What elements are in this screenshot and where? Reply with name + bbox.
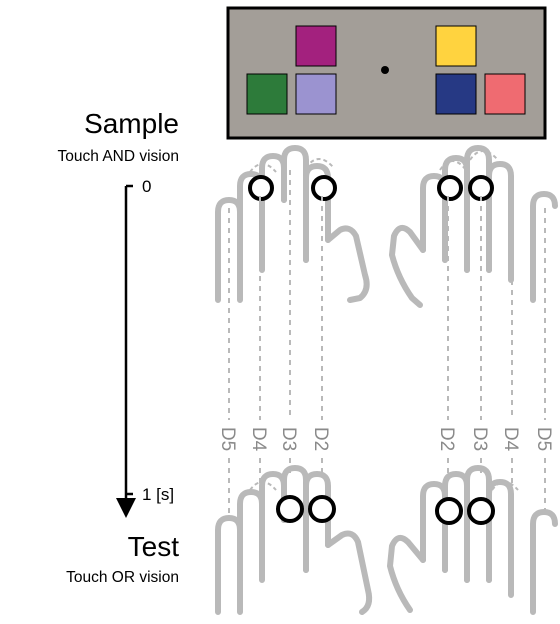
digit-label-left-d3: D3: [278, 427, 299, 451]
fingertip-ring-left-d3: [248, 175, 274, 201]
right-hand-test: [387, 465, 558, 615]
fingertip-ring-test-right-d3: [467, 497, 495, 525]
color-square-yellow: [435, 25, 477, 67]
color-square-green: [246, 73, 288, 115]
digit-label-right-d2: D2: [436, 427, 457, 451]
fingertip-ring-left-d2: [311, 175, 337, 201]
digit-label-left-d4: D4: [248, 427, 269, 452]
sample-subtitle: Touch AND vision: [58, 148, 179, 165]
color-square-salmon: [484, 73, 526, 115]
color-square-magenta: [295, 25, 337, 67]
fingertip-ring-test-left-d3: [276, 495, 304, 523]
fingertip-ring-right-d2: [437, 175, 463, 201]
tick-label-end: 1 [s]: [142, 485, 174, 504]
left-hand-test: [215, 465, 373, 615]
fixation-dot: [381, 66, 389, 74]
fingertip-ring-test-left-d2: [308, 495, 336, 523]
digit-label-right-d4: D4: [500, 427, 521, 452]
monitor-screen: [226, 6, 547, 140]
test-subtitle: Touch OR vision: [66, 569, 179, 586]
digit-labels: D5 D4 D3 D2 D2 D3 D4 D5: [217, 427, 554, 452]
digit-label-right-d3: D3: [469, 427, 490, 451]
digit-label-left-d5: D5: [217, 427, 238, 451]
digit-guides: [228, 170, 546, 518]
right-hand-sample: [389, 145, 558, 308]
color-square-navy: [435, 73, 477, 115]
digit-label-right-d5: D5: [533, 427, 554, 451]
fingertip-ring-right-d3: [468, 175, 494, 201]
left-hand-sample: [215, 145, 370, 303]
fingertip-ring-test-right-d2: [435, 497, 463, 525]
tick-label-start: 0: [142, 177, 151, 196]
test-title: Test: [128, 531, 180, 562]
color-square-lavender: [295, 73, 337, 115]
digit-label-left-d2: D2: [310, 427, 331, 451]
sample-title: Sample: [84, 108, 179, 139]
time-axis: 0 1 [s]: [116, 177, 174, 518]
